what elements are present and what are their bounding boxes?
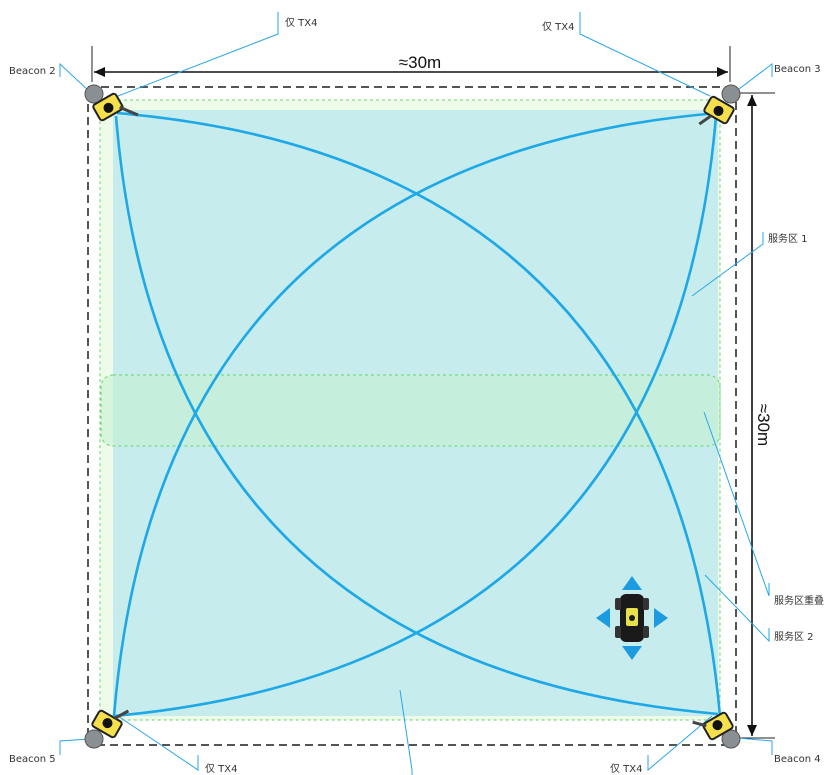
arc-beacon-5 bbox=[114, 115, 719, 716]
tx4-device-icon bbox=[92, 92, 139, 122]
coverage-arcs bbox=[112, 111, 722, 718]
tx-label-top-left: 仅 TX4 bbox=[285, 17, 318, 29]
arrow-left-icon bbox=[596, 608, 610, 628]
width-dimension: ≈30m bbox=[91, 46, 731, 82]
height-dimension: ≈30m bbox=[738, 92, 775, 739]
tx4-device-icon bbox=[692, 711, 734, 741]
zone-overlap-label: 服务区重叠 bbox=[774, 594, 824, 607]
tx-label-top-right: 仅 TX4 bbox=[542, 21, 575, 33]
tx-label-bottom-right: 仅 TX4 bbox=[610, 763, 643, 775]
width-label: ≈30m bbox=[399, 53, 441, 72]
arrow-down-icon bbox=[622, 646, 642, 660]
beacon-5-label: Beacon 5 bbox=[9, 754, 56, 765]
tx4-device-icon bbox=[91, 709, 130, 739]
beacon-3-marker bbox=[721, 84, 741, 104]
robot-icon bbox=[596, 576, 668, 660]
overlap-band bbox=[100, 374, 721, 447]
arrow-up-icon bbox=[622, 576, 642, 590]
boundary-frame bbox=[87, 86, 737, 746]
arrow-right-icon bbox=[654, 608, 668, 628]
height-label: ≈30m bbox=[754, 404, 773, 446]
beacon-4-label: Beacon 4 bbox=[774, 754, 821, 765]
zone-1-label: 服务区 1 bbox=[768, 232, 808, 245]
tx-label-bottom-left: 仅 TX4 bbox=[205, 763, 238, 775]
callout-lines bbox=[59, 12, 773, 775]
beacon-3-label: Beacon 3 bbox=[774, 64, 821, 75]
beacon-2-marker bbox=[84, 84, 104, 104]
zone-2-label: 服务区 2 bbox=[774, 630, 814, 643]
arc-beacon-4 bbox=[113, 115, 718, 718]
tx4-device-icon bbox=[698, 95, 735, 126]
arc-beacon-3 bbox=[112, 111, 719, 717]
arc-beacon-2 bbox=[116, 111, 722, 717]
beacon-2-label: Beacon 2 bbox=[9, 66, 56, 77]
beacon-5-marker bbox=[84, 729, 104, 749]
